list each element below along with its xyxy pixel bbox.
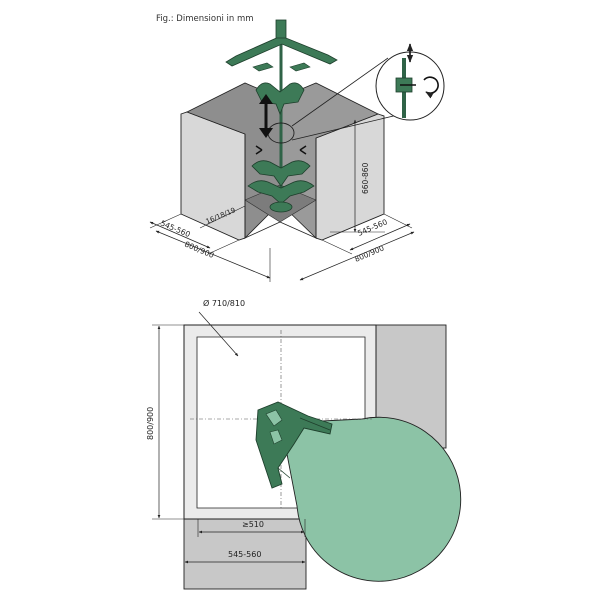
dim-height: 660-860	[361, 162, 370, 194]
carousel-shelf	[280, 416, 462, 582]
detail-callout	[291, 43, 445, 141]
dim-width-left: 800/900	[183, 240, 215, 261]
dim-depth: 545-560	[228, 550, 261, 559]
top-mount-bracket	[225, 35, 338, 67]
corner-cabinet-3d	[180, 82, 385, 241]
plan-view	[183, 324, 462, 590]
lower-tray	[247, 180, 315, 205]
figure-caption: Fig.: Dimensioni in mm	[156, 14, 254, 24]
dim-diameter: Ø 710/810	[203, 298, 245, 308]
upper-tray	[255, 82, 305, 116]
dim-min-opening: ≥510	[242, 520, 264, 529]
plan-dimensions: Ø 710/810 800/900 ≥510 545-560	[146, 298, 306, 564]
base-plate	[269, 201, 293, 213]
dim-side: 800/900	[146, 407, 155, 440]
dim-depth-left: 545-560	[159, 219, 192, 240]
height-adjust-arrow	[259, 94, 273, 138]
middle-tray	[251, 160, 311, 187]
carousel-bracket	[255, 401, 333, 489]
carousel-fittings	[225, 19, 338, 213]
